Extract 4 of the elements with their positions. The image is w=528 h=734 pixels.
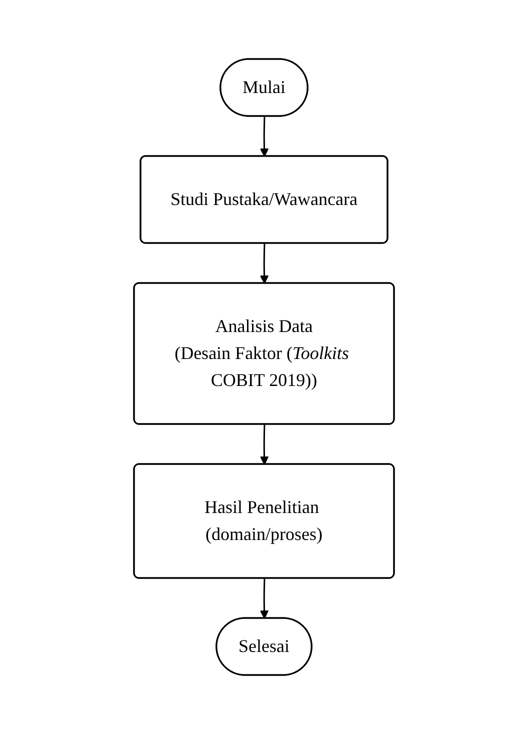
arrow — [260, 116, 269, 157]
arrow — [260, 243, 269, 284]
arrow — [260, 424, 269, 465]
arrow — [260, 578, 269, 619]
